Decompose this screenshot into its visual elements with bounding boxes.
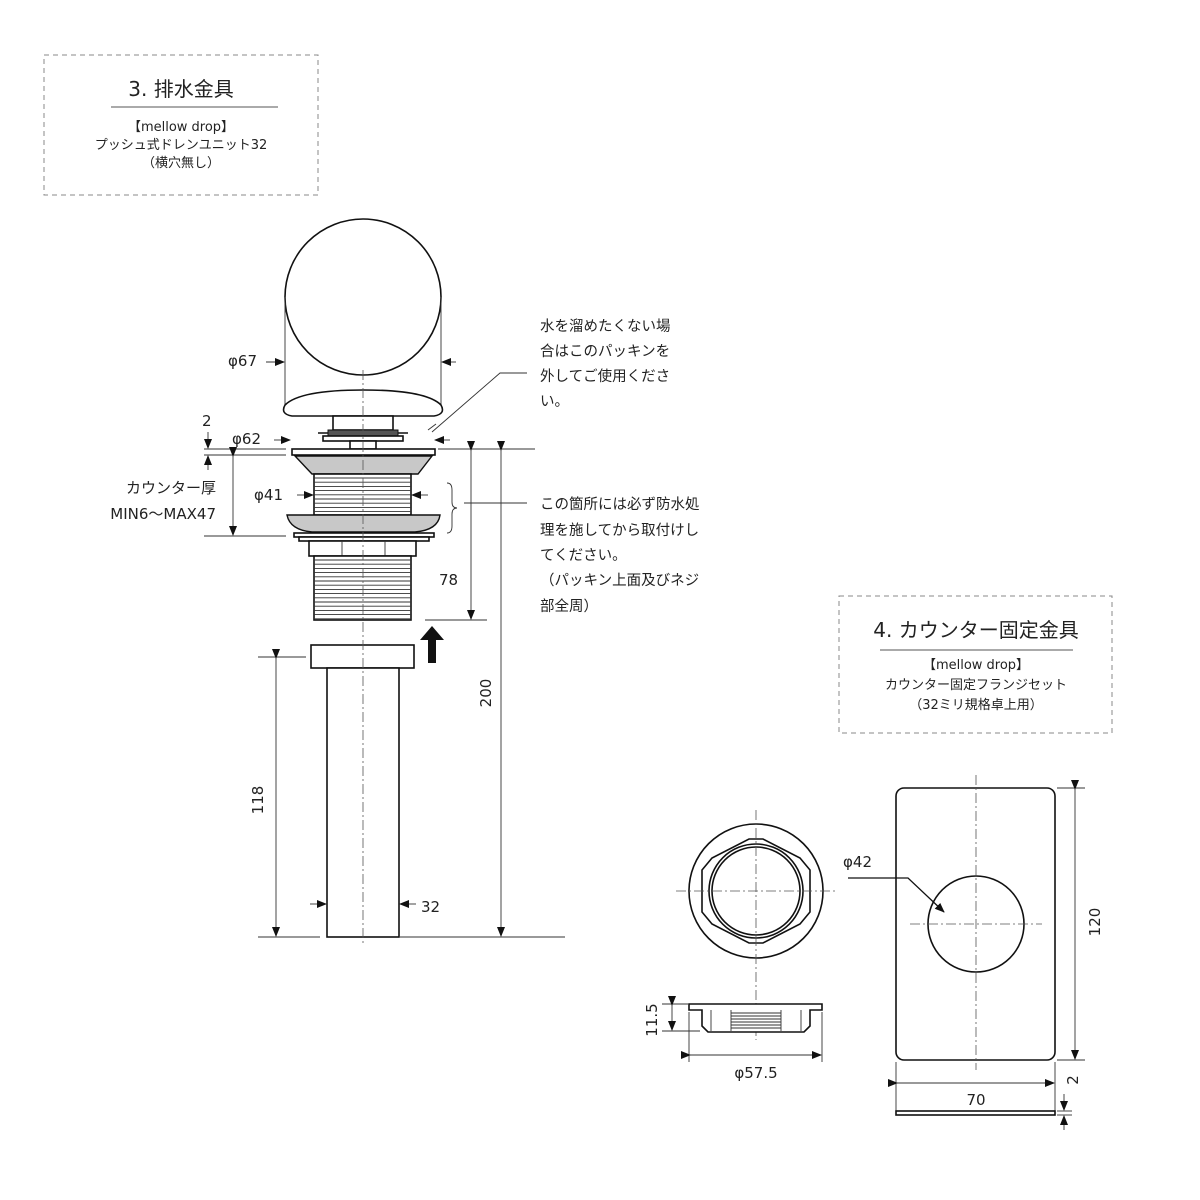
section4-title: 4. カウンター固定金具	[873, 618, 1078, 642]
nut-side-view	[688, 1003, 823, 1033]
dim-hole-diameter: φ42	[843, 853, 872, 871]
dim-plate-height: 120	[1086, 908, 1104, 937]
section3-product: プッシュ式ドレンユニット32	[95, 138, 268, 153]
svg-text:理を施してから取付けし: 理を施してから取付けし	[540, 522, 699, 539]
washer	[286, 514, 441, 533]
dim-plate-width: 70	[966, 1091, 985, 1109]
dim-cap-diameter: φ67	[228, 352, 257, 370]
svg-text:てください。: てください。	[540, 547, 627, 564]
drain-dimensions: φ67 φ62 2 カウンター厚 MIN6〜MAX47 φ41 78 200 1…	[110, 352, 565, 938]
dim-nut-diameter: φ57.5	[734, 1064, 777, 1082]
dim-body-length: 78	[439, 571, 458, 589]
svg-text:外してご使用くださ: 外してご使用くださ	[540, 368, 670, 385]
svg-text:合はこのパッキンを: 合はこのパッキンを	[540, 343, 670, 360]
drain-unit-drawing	[282, 218, 444, 945]
svg-text:この箇所には必ず防水処: この箇所には必ず防水処	[540, 496, 700, 513]
section3-title-box: 3. 排水金具 【mellow drop】 プッシュ式ドレンユニット32 （横穴…	[43, 54, 319, 196]
counter-thickness-range: MIN6〜MAX47	[110, 505, 216, 523]
gasket-note: 水を溜めたくない場 合はこのパッキンを 外してご使用くださ い。	[427, 318, 671, 433]
counter-thickness-label: カウンター厚	[126, 479, 216, 497]
lock-nut	[308, 540, 417, 557]
section4-product: カウンター固定フランジセット	[885, 678, 1067, 693]
arrow-up-icon	[420, 626, 444, 663]
svg-text:（パッキン上面及びネジ: （パッキン上面及びネジ	[540, 572, 699, 589]
dim-total-length: 200	[477, 679, 495, 708]
section4-note: （32ミリ規格卓上用）	[909, 697, 1043, 713]
fixing-plate-drawing: φ42 120 70 2	[843, 775, 1104, 1130]
svg-text:水を溜めたくない場: 水を溜めたくない場	[540, 318, 671, 335]
section3-title: 3. 排水金具	[128, 77, 233, 101]
flange-nut-drawing: 11.5 φ57.5	[643, 810, 836, 1082]
lower-thread	[313, 555, 412, 621]
cap-top-view	[284, 218, 442, 376]
section4-title-box: 4. カウンター固定金具 【mellow drop】 カウンター固定フランジセッ…	[838, 595, 1113, 734]
dim-plate-thickness: 2	[1064, 1075, 1082, 1085]
dim-thread-diameter: φ41	[254, 486, 283, 504]
plate-side-view	[895, 1110, 1056, 1116]
fixing-plate	[895, 787, 1056, 1061]
dim-pipe-diameter: 32	[421, 898, 440, 916]
section4-brand: 【mellow drop】	[923, 658, 1029, 673]
svg-text:部全周）: 部全周）	[540, 597, 598, 615]
waterproof-note: この箇所には必ず防水処 理を施してから取付けし てください。 （パッキン上面及び…	[464, 496, 700, 615]
dim-flange-thickness: 2	[202, 412, 212, 430]
dim-pipe-length: 118	[249, 786, 267, 815]
section3-note: （横穴無し）	[142, 156, 220, 171]
top-flange	[291, 448, 436, 456]
pipe-top	[310, 644, 415, 669]
svg-text:い。: い。	[540, 394, 569, 410]
section3-brand: 【mellow drop】	[128, 120, 234, 135]
dim-flange-diameter: φ62	[232, 430, 261, 448]
dim-nut-height: 11.5	[643, 1003, 661, 1036]
